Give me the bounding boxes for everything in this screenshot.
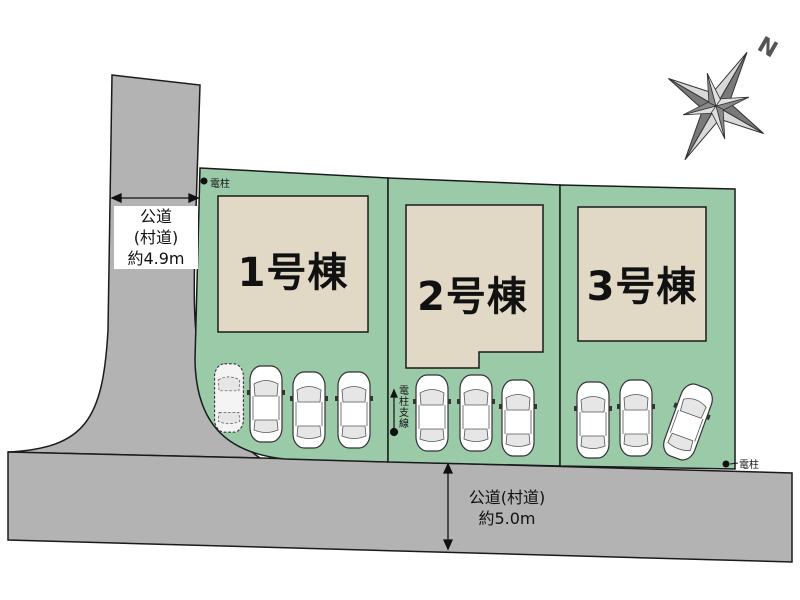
west-road-type: (村道) bbox=[133, 228, 179, 247]
south-road-width: 約5.0m bbox=[478, 509, 536, 528]
utility-pole-nw-label: 電柱 bbox=[210, 179, 230, 190]
parking-car bbox=[573, 381, 613, 459]
lot-1-label: 1号棟 bbox=[237, 250, 349, 296]
utility-pole-se-label: 電柱 bbox=[739, 460, 759, 471]
south-road-width-arrow bbox=[442, 462, 454, 551]
south-road bbox=[7, 451, 793, 563]
lot-3-label: 3号棟 bbox=[586, 264, 698, 310]
utility-pole-nw-dot bbox=[200, 177, 208, 185]
guy-wire-label: 電柱支線 bbox=[399, 386, 409, 430]
south-road-label: 公道(村道) 約5.0m bbox=[452, 487, 562, 529]
parking-car bbox=[246, 365, 286, 443]
south-road-name: 公道(村道) bbox=[468, 488, 546, 507]
building-1 bbox=[217, 195, 369, 333]
parking-car bbox=[289, 371, 329, 449]
building-3 bbox=[577, 206, 707, 342]
west-road-label: 公道 (村道) 約4.9m bbox=[114, 206, 198, 269]
building-2 bbox=[405, 204, 544, 369]
guy-wire-marker bbox=[389, 388, 399, 437]
lot-2-label: 2号棟 bbox=[417, 274, 528, 320]
compass-north-letter: N bbox=[753, 32, 781, 63]
parking-car bbox=[616, 379, 656, 457]
parking-car bbox=[214, 363, 244, 433]
west-road-width-arrow bbox=[110, 192, 200, 204]
parking-car bbox=[412, 374, 452, 452]
parking-car bbox=[456, 374, 496, 452]
utility-pole-se-dot bbox=[722, 460, 730, 468]
west-road-name: 公道 bbox=[139, 207, 172, 226]
parking-car bbox=[498, 379, 538, 457]
compass-rose-icon bbox=[668, 51, 764, 161]
parking-car bbox=[334, 371, 374, 449]
west-road-width: 約4.9m bbox=[127, 249, 185, 268]
